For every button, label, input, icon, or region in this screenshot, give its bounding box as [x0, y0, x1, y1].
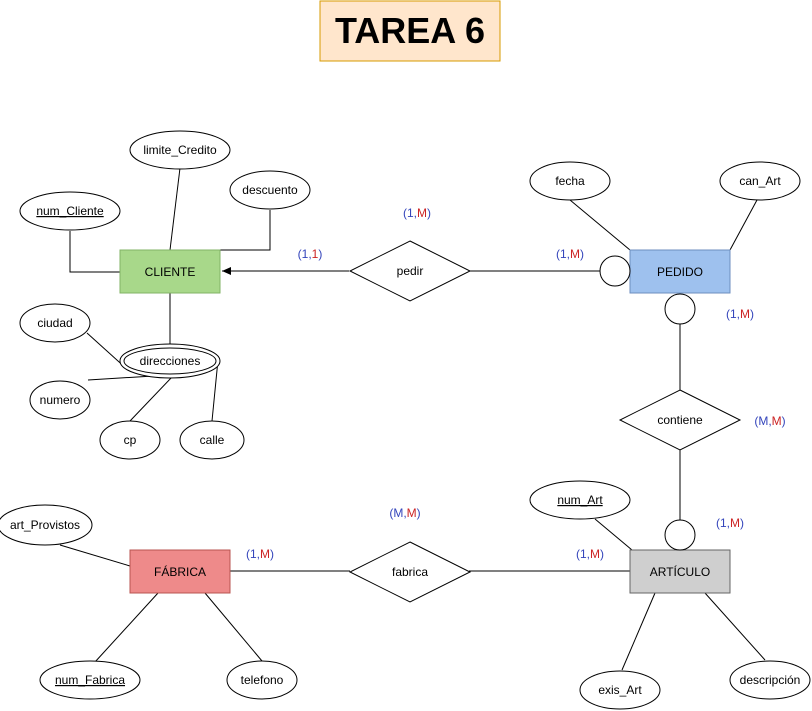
attribute-fecha[interactable]: fecha — [529, 161, 611, 201]
attribute-label: limite_Credito — [143, 143, 217, 157]
cardinality-pedir-cliente: (1,1) — [298, 247, 323, 261]
attribute-label: calle — [200, 433, 225, 447]
participation-circle-pedido-left — [599, 255, 631, 287]
participation-circle-pedido-bottom — [664, 293, 696, 325]
cardinality-pedir-pedido: (1,M) — [556, 247, 584, 261]
attribute-num-cliente[interactable]: num_Cliente — [19, 191, 121, 231]
attribute-label: descripción — [740, 673, 801, 687]
attribute-numero[interactable]: numero — [29, 380, 91, 420]
attribute-direcciones-multivalued[interactable]: direcciones — [119, 343, 221, 379]
attribute-art-provistos[interactable]: art_Provistos — [0, 504, 93, 546]
cardinality-fabrica-relation: (M,M) — [389, 506, 420, 520]
entity-fabrica[interactable]: FÁBRICA — [129, 549, 231, 594]
attribute-label: numero — [40, 393, 81, 407]
participation-circle-articulo-top — [664, 519, 696, 551]
entity-pedido-label: PEDIDO — [657, 265, 703, 279]
attribute-label: telefono — [241, 673, 284, 687]
attribute-exis-art[interactable]: exis_Art — [579, 670, 661, 710]
attribute-label: ciudad — [37, 316, 72, 330]
relation-fabrica[interactable]: fabrica — [348, 541, 472, 603]
attribute-calle[interactable]: calle — [179, 420, 245, 460]
attribute-num-fabrica[interactable]: num_Fabrica — [39, 660, 141, 700]
attribute-ciudad[interactable]: ciudad — [19, 303, 91, 343]
cardinality-articulo-contiene: (1,M) — [716, 516, 744, 530]
attribute-label: direcciones — [140, 354, 201, 368]
attribute-key-label: num_Cliente — [36, 204, 104, 218]
relation-pedir[interactable]: pedir — [348, 240, 472, 302]
cardinality-pedir-relation: (1,M) — [403, 206, 431, 220]
relation-pedir-label: pedir — [397, 264, 424, 278]
attribute-label: art_Provistos — [10, 518, 80, 532]
attribute-num-art[interactable]: num_Art — [529, 480, 631, 520]
entity-pedido[interactable]: PEDIDO — [629, 249, 731, 294]
cardinality-contiene-relation: (M,M) — [754, 414, 785, 428]
cardinality-fabrica-articulo: (1,M) — [576, 547, 604, 561]
attribute-label: fecha — [555, 174, 585, 188]
cardinality-fabrica-entity: (1,M) — [246, 547, 274, 561]
relation-fabrica-label: fabrica — [392, 565, 428, 579]
cardinality-pedido-contiene: (1,M) — [726, 307, 754, 321]
attribute-descripcion[interactable]: descripción — [729, 660, 811, 700]
attribute-label: exis_Art — [598, 683, 642, 697]
entity-articulo[interactable]: ARTÍCULO — [629, 549, 731, 594]
attribute-key-label: num_Fabrica — [55, 673, 125, 687]
page-title: TAREA 6 — [335, 10, 485, 51]
relation-contiene-label: contiene — [657, 413, 703, 427]
attribute-key-label: num_Art — [557, 493, 603, 507]
attribute-label: descuento — [242, 183, 298, 197]
attribute-label: can_Art — [739, 174, 781, 188]
attribute-telefono[interactable]: telefono — [226, 660, 298, 700]
attribute-label: cp — [124, 433, 137, 447]
attribute-descuento[interactable]: descuento — [229, 170, 311, 210]
entity-articulo-label: ARTÍCULO — [650, 564, 710, 579]
entity-fabrica-label: FÁBRICA — [154, 564, 206, 579]
attribute-cp[interactable]: cp — [99, 420, 161, 460]
relation-contiene[interactable]: contiene — [618, 389, 742, 451]
attribute-can-art[interactable]: can_Art — [719, 161, 801, 201]
title-box: TAREA 6 — [319, 0, 501, 62]
entity-cliente[interactable]: CLIENTE — [119, 249, 221, 294]
entity-cliente-label: CLIENTE — [145, 265, 196, 279]
attribute-limite-credito[interactable]: limite_Credito — [129, 130, 231, 170]
connector-lines — [59, 167, 766, 671]
